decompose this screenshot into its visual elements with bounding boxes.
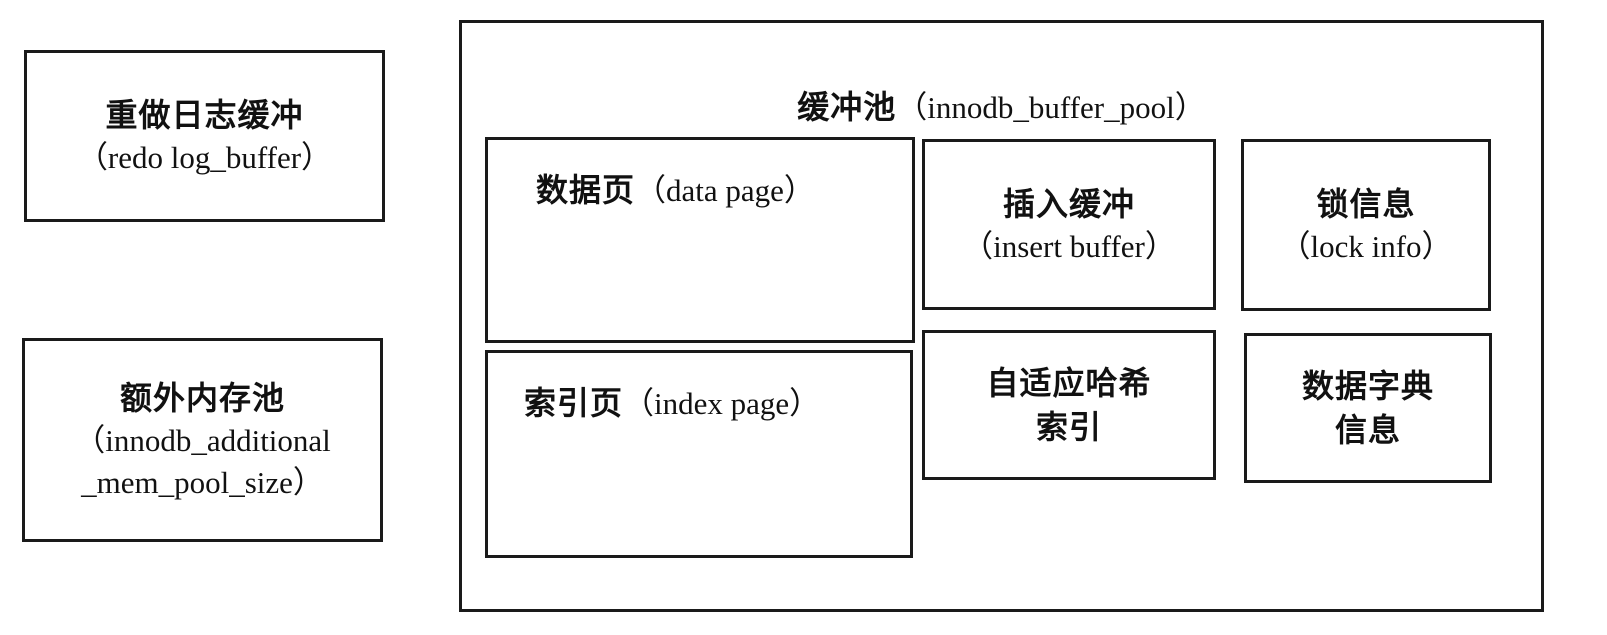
index-page-label-zh: 索引页 xyxy=(524,384,624,422)
buffer-pool-title-en: （innodb_buffer_pool） xyxy=(896,90,1206,125)
adaptive-hash-index-label-line2: 索引 xyxy=(1035,408,1102,446)
additional-mem-pool-label-en-line1: （innodb_additional xyxy=(74,423,331,458)
lock-info-box: 锁信息 （lock info） xyxy=(1241,139,1491,311)
additional-mem-pool-box: 额外内存池 （innodb_additional _mem_pool_size） xyxy=(22,338,383,542)
data-dictionary-box: 数据字典 信息 xyxy=(1244,333,1492,483)
data-dictionary-label-line2: 信息 xyxy=(1334,411,1401,449)
index-page-title: 索引页（index page） xyxy=(524,381,820,425)
insert-buffer-box: 插入缓冲 （insert buffer） xyxy=(922,139,1216,310)
data-page-box xyxy=(485,137,915,343)
data-page-title: 数据页（data page） xyxy=(536,168,815,212)
adaptive-hash-index-box: 自适应哈希 索引 xyxy=(922,330,1216,480)
redo-log-buffer-box: 重做日志缓冲 （redo log_buffer） xyxy=(24,50,385,222)
buffer-pool-title-zh: 缓冲池 xyxy=(797,88,897,126)
additional-mem-pool-label-zh: 额外内存池 xyxy=(119,379,285,417)
insert-buffer-label-zh: 插入缓冲 xyxy=(1002,184,1135,223)
index-page-label-en: （index page） xyxy=(623,386,821,421)
data-dictionary-label-line1: 数据字典 xyxy=(1301,367,1434,405)
index-page-box xyxy=(485,350,913,558)
redo-log-buffer-label-en: （redo log_buffer） xyxy=(76,140,333,175)
additional-mem-pool-label-en-line2: _mem_pool_size） xyxy=(81,465,324,500)
lock-info-label-en: （lock info） xyxy=(1279,229,1453,264)
insert-buffer-label-en: （insert buffer） xyxy=(962,228,1176,264)
adaptive-hash-index-label-line1: 自适应哈希 xyxy=(986,364,1152,402)
redo-log-buffer-label-zh: 重做日志缓冲 xyxy=(105,96,304,134)
data-page-label-zh: 数据页 xyxy=(536,171,636,209)
lock-info-label-zh: 锁信息 xyxy=(1316,185,1416,223)
buffer-pool-title: 缓冲池（innodb_buffer_pool） xyxy=(462,85,1541,129)
data-page-label-en: （data page） xyxy=(635,173,815,208)
